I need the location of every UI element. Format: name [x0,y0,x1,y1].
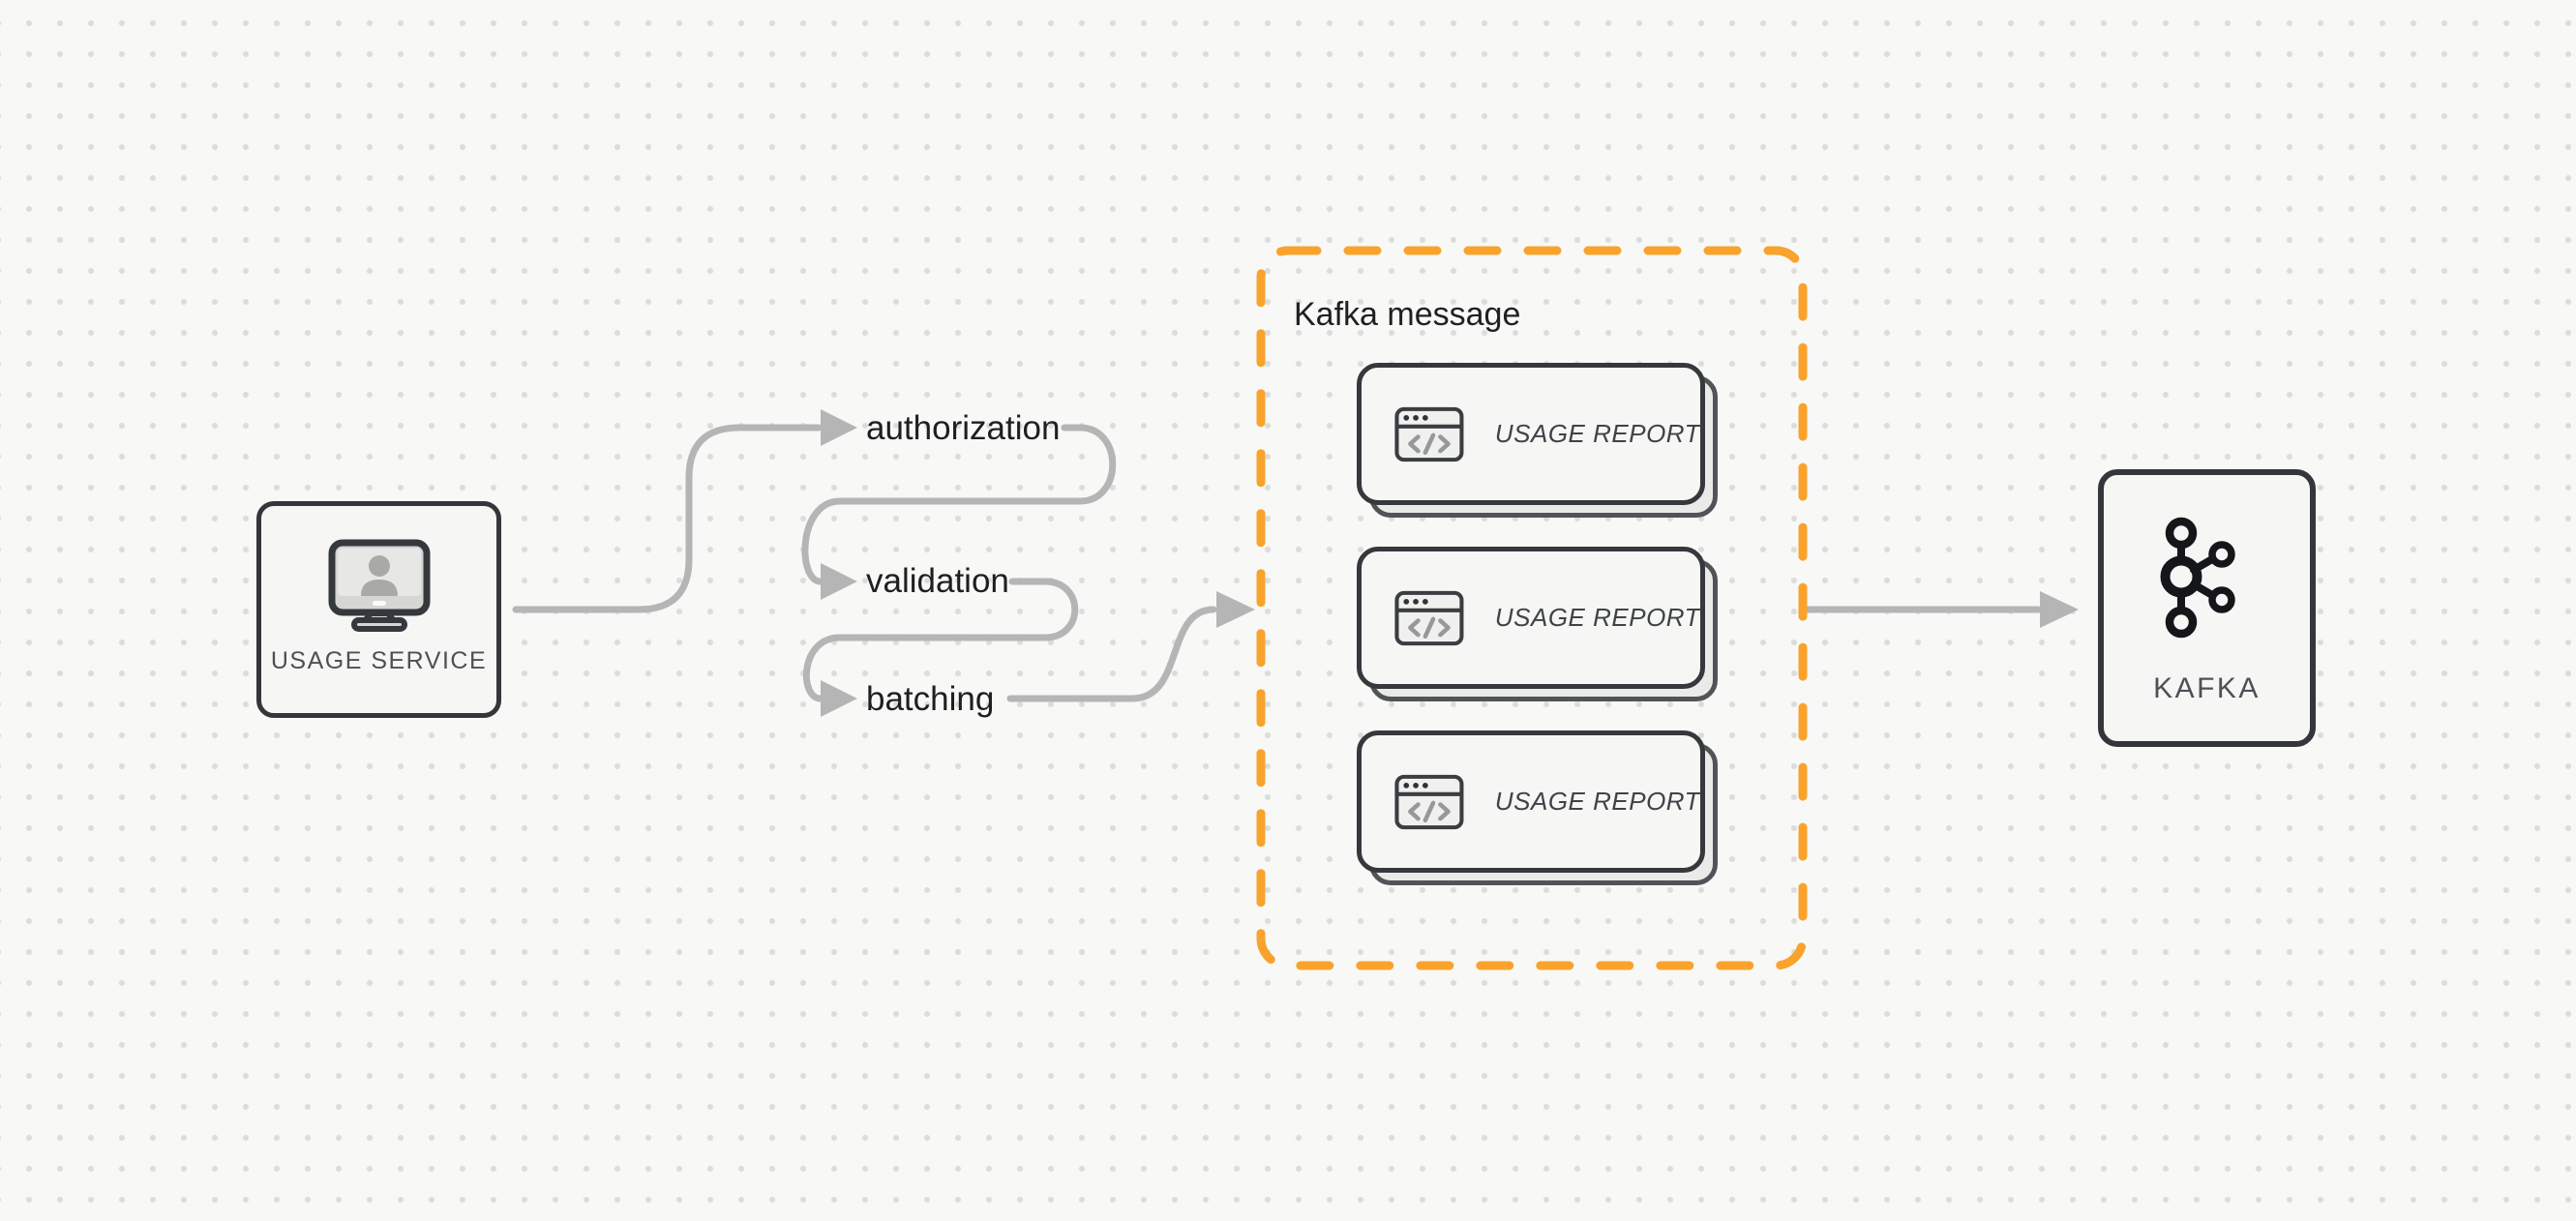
step-label-validation[interactable]: validation [866,562,1009,600]
monitor-user-icon [328,539,430,632]
arrowhead-authorization [821,409,857,446]
arrowhead-group-entry [1216,591,1255,628]
code-window-icon [1394,774,1464,829]
usage-service-node[interactable]: USAGE SERVICE [256,501,501,718]
kafka-label: KAFKA [2153,672,2261,704]
step-label-batching[interactable]: batching [866,680,995,718]
connector-batching-to-group [1006,606,1217,702]
usage-report-label: USAGE REPORT [1494,603,1700,632]
connector-authorization-to-validation [801,424,1117,585]
usage-report-label: USAGE REPORT [1494,787,1700,816]
connector-validation-to-batching [802,578,1079,702]
kafka-message-group-border [1256,246,1808,970]
code-window-icon [1394,590,1464,645]
usage-report-card[interactable]: USAGE REPORT [1357,730,1718,885]
usage-report-card[interactable]: USAGE REPORT [1357,547,1718,701]
code-window-icon [1394,406,1464,462]
usage-report-card[interactable]: USAGE REPORT [1357,363,1718,518]
step-label-authorization[interactable]: authorization [866,409,1061,447]
kafka-logo-icon [2160,517,2235,639]
usage-report-label: USAGE REPORT [1494,419,1700,448]
kafka-node[interactable]: KAFKA [2098,469,2316,747]
arrowhead-validation [821,563,857,600]
connector-service-to-authorization [512,424,823,613]
arrowhead-batching [821,680,857,717]
kafka-message-group-title: Kafka message [1294,296,1521,333]
arrowhead-kafka-entry [2040,591,2079,628]
usage-service-label: USAGE SERVICE [270,647,488,674]
